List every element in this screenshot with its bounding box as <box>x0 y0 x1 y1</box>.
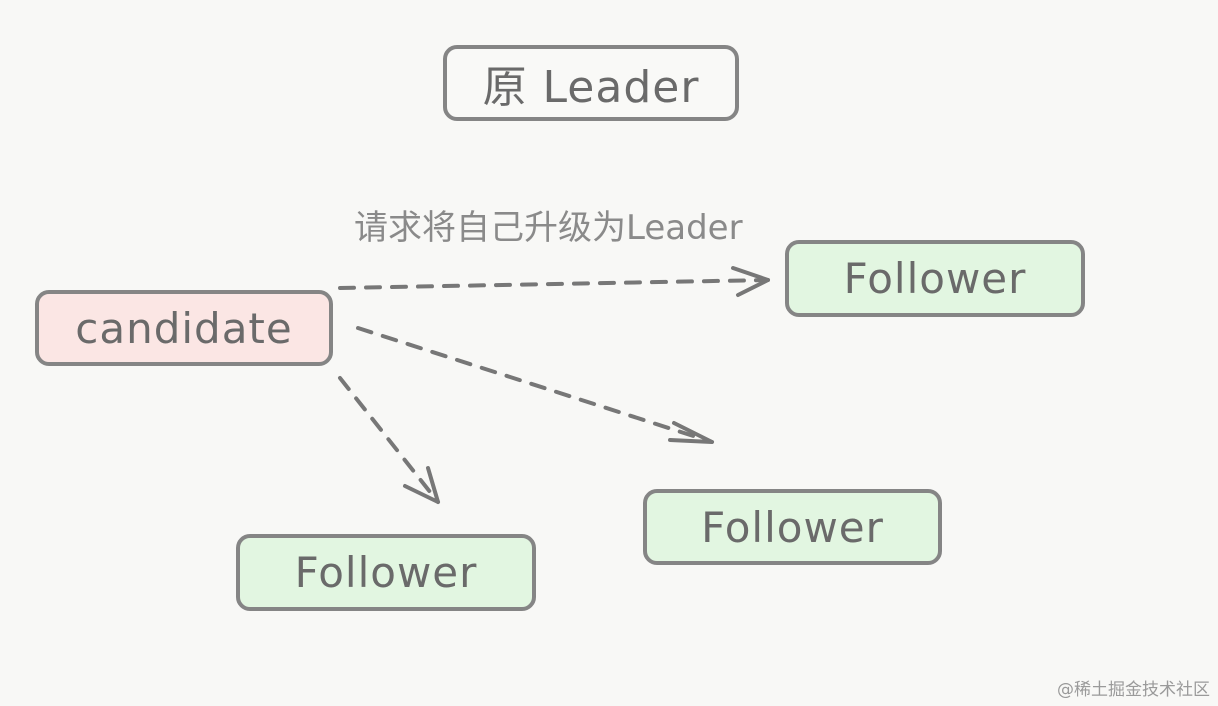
candidate-node: candidate <box>35 290 333 366</box>
arrowhead-follower-top <box>731 266 770 297</box>
original-leader-node: 原 Leader <box>443 45 739 121</box>
arrowhead-follower-bottom <box>403 466 440 504</box>
arrow-to-follower-bottom <box>338 376 440 504</box>
request-vote-label: 请求将自己升级为Leader <box>354 208 743 248</box>
watermark: @稀土掘金技术社区 <box>1057 680 1210 700</box>
follower-middle-label: Follower <box>701 502 884 552</box>
follower-bottom-label: Follower <box>294 548 478 597</box>
follower-node-bottom: Follower <box>236 534 536 611</box>
arrowhead-follower-middle <box>668 421 714 444</box>
arrow-to-follower-middle <box>356 326 714 444</box>
follower-node-top: Follower <box>785 240 1085 317</box>
candidate-label: candidate <box>75 303 293 353</box>
follower-node-middle: Follower <box>643 489 942 565</box>
original-leader-label: 原 Leader <box>482 62 700 113</box>
follower-top-label: Follower <box>843 254 1027 303</box>
arrow-to-follower-top <box>338 278 770 290</box>
